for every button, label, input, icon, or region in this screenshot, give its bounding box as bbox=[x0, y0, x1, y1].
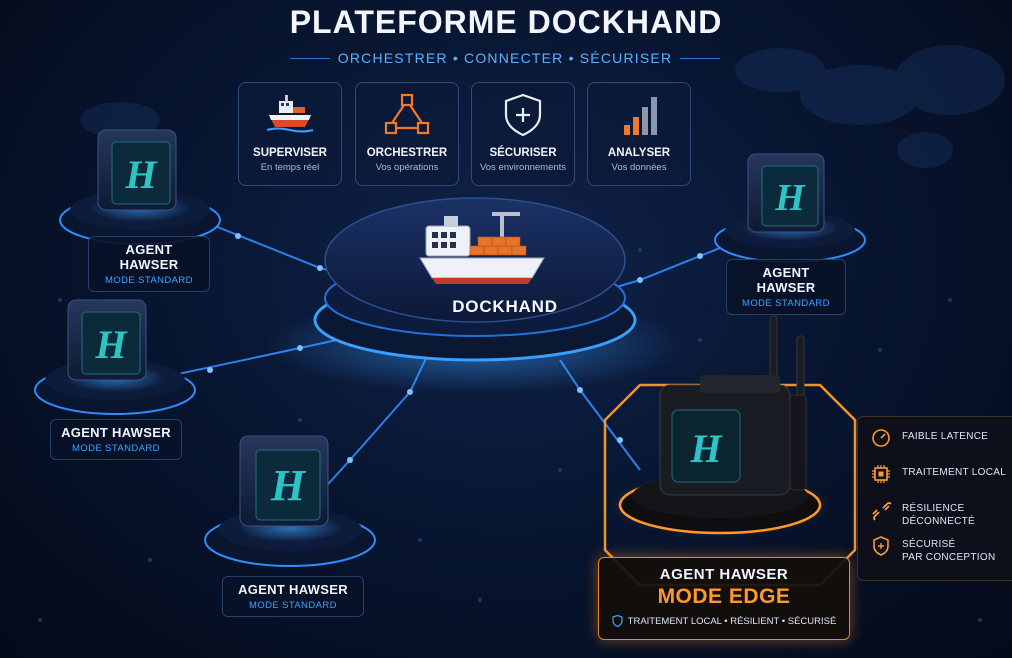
ship-icon bbox=[266, 95, 314, 133]
bar-chart-icon bbox=[624, 97, 657, 135]
edge-features-panel: FAIBLE LATENCE TRAITEMENT LOCAL RÉSILIEN… bbox=[857, 416, 1012, 581]
page-title: PLATEFORME DOCKHAND bbox=[289, 4, 723, 40]
edge-feature-item: RÉSILIENCE DÉCONNECTÉ bbox=[870, 499, 1012, 535]
subtitle-divider-left bbox=[289, 57, 330, 59]
feature-card-label: ORCHESTRER bbox=[366, 147, 448, 159]
feature-card-sub: Vos données bbox=[611, 162, 667, 173]
agent-cubes: H H H H bbox=[67, 129, 825, 527]
container-ship-icon bbox=[419, 212, 545, 284]
edge-agent-card[interactable]: AGENT HAWSER MODE EDGE TRAITEMENT LOCAL … bbox=[598, 557, 850, 640]
edge-agent-footer: TRAITEMENT LOCAL • RÉSILIENT • SÉCURISÉ bbox=[599, 615, 849, 627]
hub-platform bbox=[265, 197, 685, 393]
agent-mode: MODE STANDARD bbox=[249, 600, 337, 611]
chip-icon bbox=[872, 465, 890, 483]
svg-text:H: H bbox=[94, 322, 128, 367]
edge-feature-line1: RÉSILIENCE bbox=[902, 503, 965, 514]
hub-label: DOCKHAND bbox=[452, 297, 558, 316]
feature-card-securiser[interactable]: SÉCURISER Vos environnements bbox=[471, 82, 575, 186]
edge-agent-footer-text: TRAITEMENT LOCAL • RÉSILIENT • SÉCURISÉ bbox=[627, 615, 837, 627]
network-icon bbox=[384, 93, 430, 135]
feature-card-sub: Vos environnements bbox=[479, 162, 567, 173]
shield-icon bbox=[873, 536, 889, 556]
feature-card-sub: Vos opérations bbox=[375, 162, 439, 173]
broken-link-icon bbox=[872, 502, 892, 521]
feature-card-sub: En temps réel bbox=[260, 162, 320, 173]
shield-icon bbox=[612, 615, 623, 627]
svg-text:H: H bbox=[270, 461, 307, 510]
agent-mode: MODE STANDARD bbox=[105, 275, 193, 286]
agent-mode: MODE STANDARD bbox=[72, 443, 160, 454]
agent-mode: MODE STANDARD bbox=[742, 298, 830, 309]
edge-agent-device: H bbox=[603, 315, 857, 587]
agent-card[interactable]: AGENT HAWSER MODE STANDARD bbox=[222, 576, 364, 617]
edge-feature-line1: TRAITEMENT LOCAL bbox=[902, 467, 1007, 478]
agent-name: AGENT HAWSER bbox=[238, 582, 348, 597]
agent-card[interactable]: AGENT HAWSER MODE STANDARD bbox=[88, 236, 210, 292]
svg-text:H: H bbox=[689, 426, 723, 471]
edge-feature-line2: PAR CONCEPTION bbox=[902, 552, 996, 563]
svg-text:H: H bbox=[774, 177, 806, 219]
subtitle-divider-right bbox=[680, 57, 721, 59]
feature-card-label: SUPERVISER bbox=[253, 147, 327, 159]
subtitle-row: ORCHESTRER • CONNECTER • SÉCURISER bbox=[270, 48, 740, 68]
world-map-decoration bbox=[80, 45, 1005, 168]
agent-name: AGENT HAWSER bbox=[756, 265, 816, 295]
agent-card[interactable]: AGENT HAWSER MODE STANDARD bbox=[50, 419, 182, 460]
edge-feature-item: TRAITEMENT LOCAL bbox=[870, 463, 1012, 499]
agent-name: AGENT HAWSER bbox=[61, 425, 171, 440]
feature-card-orchestrer[interactable]: ORCHESTRER Vos opérations bbox=[355, 82, 459, 186]
edge-feature-item: SÉCURISÉ PAR CONCEPTION bbox=[870, 535, 1012, 571]
gauge-icon bbox=[872, 429, 890, 447]
edge-feature-item: FAIBLE LATENCE bbox=[870, 427, 1012, 463]
grid-dots bbox=[38, 248, 982, 622]
svg-text:H: H bbox=[124, 152, 158, 197]
edge-agent-name: AGENT HAWSER bbox=[659, 566, 789, 583]
feature-card-label: SÉCURISER bbox=[489, 147, 557, 159]
edge-feature-line2: DÉCONNECTÉ bbox=[902, 516, 976, 527]
agent-card[interactable]: AGENT HAWSER MODE STANDARD bbox=[726, 259, 846, 315]
feature-card-label: ANALYSER bbox=[607, 147, 671, 159]
shield-icon bbox=[504, 93, 542, 137]
page-subtitle: ORCHESTRER • CONNECTER • SÉCURISER bbox=[337, 50, 673, 66]
agent-name: AGENT HAWSER bbox=[119, 242, 179, 272]
edge-agent-mode: MODE EDGE bbox=[657, 585, 791, 608]
feature-card-analyser[interactable]: ANALYSER Vos données bbox=[587, 82, 691, 186]
feature-card-superviser[interactable]: SUPERVISER En temps réel bbox=[238, 82, 342, 186]
edge-feature-line1: FAIBLE LATENCE bbox=[902, 431, 989, 442]
edge-feature-line1: SÉCURISÉ bbox=[902, 539, 956, 550]
